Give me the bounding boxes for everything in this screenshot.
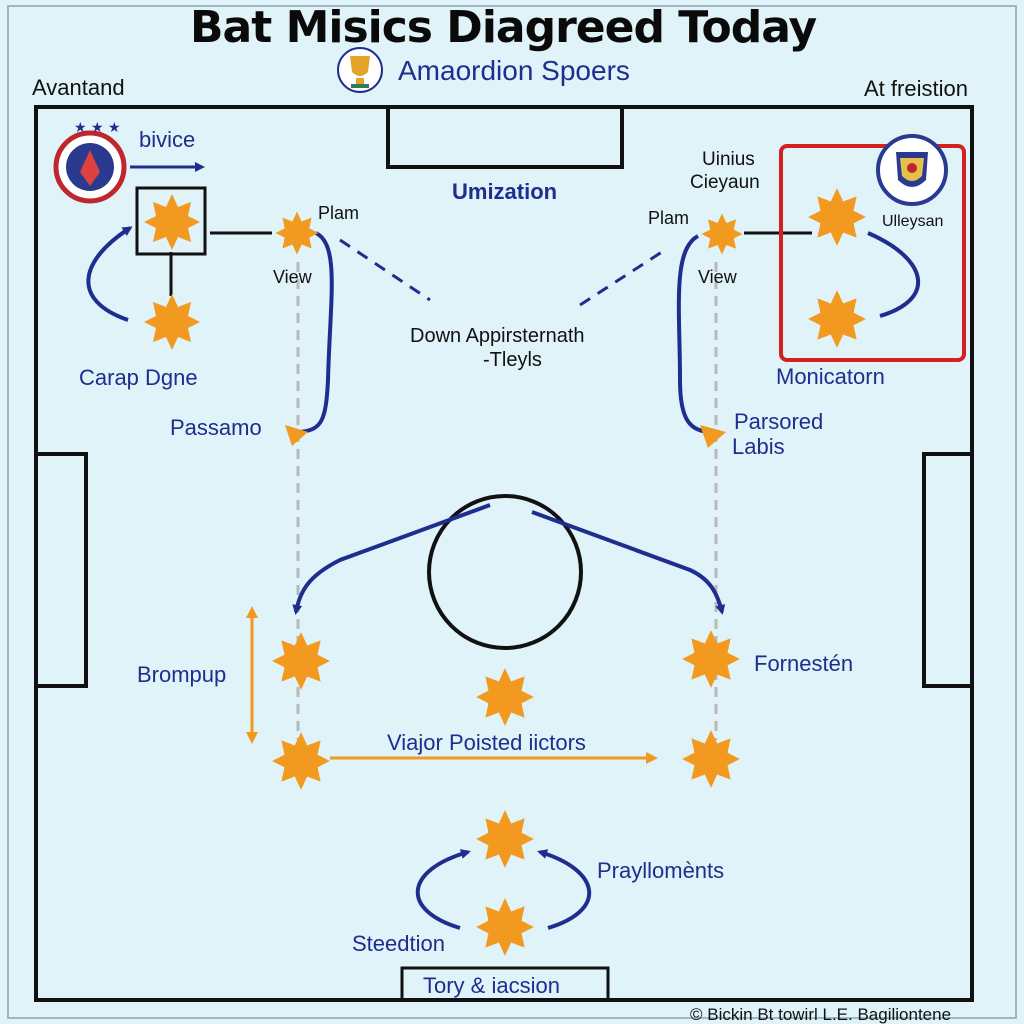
switch-arrow-left <box>292 503 491 615</box>
label-parsored-line1: Parsored <box>734 409 824 434</box>
curve-run-right <box>676 234 713 434</box>
curve-run-left <box>299 231 334 434</box>
label-down-line1: Down Appirsternath <box>410 325 585 347</box>
player-star-icon <box>476 810 534 868</box>
label-view-right: View <box>698 267 737 287</box>
player-star-icon <box>476 668 534 726</box>
player-star-icon <box>808 290 866 348</box>
right-goal-box <box>922 452 974 688</box>
curve-right-highlight <box>867 231 921 318</box>
left-goal-box <box>34 452 88 688</box>
label-parsored-line2: Labis <box>732 434 785 459</box>
player-star-icon <box>272 632 330 690</box>
label-uinius: Uinius <box>702 149 755 170</box>
label-lleysan: Ulleysan <box>882 213 944 230</box>
top-goal-box <box>386 105 624 169</box>
club-crest-right-icon <box>876 134 948 206</box>
label-goal-box: Tory & iacsion <box>423 973 560 998</box>
label-carap: Carap Dgne <box>79 365 198 390</box>
label-prayllomen: Prayllomènts <box>597 858 725 883</box>
label-bivice: bivice <box>139 127 196 152</box>
rotate-arrow-left <box>415 849 471 930</box>
pitch-boundary <box>34 105 974 1002</box>
copyright-text: © Bickin Bt towirl L.E. Bagiliontene <box>690 1005 952 1024</box>
label-steedtion: Steedtion <box>352 931 445 956</box>
switch-arrow-right <box>531 510 726 615</box>
player-star-icon <box>275 211 319 255</box>
highlight-box <box>779 144 966 362</box>
dashed-pass-left <box>339 238 431 302</box>
trophy-icon <box>337 47 383 93</box>
player-star-icon <box>476 898 534 956</box>
passamo-arrowhead <box>285 425 308 446</box>
rotate-arrow-right <box>537 849 592 930</box>
player-star-icon <box>682 730 740 788</box>
label-brompup: Brompup <box>137 662 227 687</box>
bottom-goal-box <box>400 966 610 1002</box>
center-circle <box>427 494 583 650</box>
svg-text:★ ★ ★: ★ ★ ★ <box>74 120 121 136</box>
selected-player-frame <box>135 186 207 256</box>
label-viajor: Viajor Poisted iictors <box>387 730 586 755</box>
player-star-icon <box>144 194 200 250</box>
player-star-icon <box>808 188 866 246</box>
player-star-icon <box>144 294 200 350</box>
page-subtitle: Amaordion Spoers <box>398 55 630 86</box>
page-title: Bat Misics Diagreed Today <box>190 2 817 53</box>
club-crest-left-icon: ★ ★ ★ <box>53 120 127 204</box>
label-cieyaun: Cieyaun <box>690 172 760 193</box>
label-monicatorn: Monicatorn <box>776 364 885 389</box>
label-down-line2: -Tleyls <box>483 349 542 371</box>
label-fornesten: Fornestén <box>754 651 854 676</box>
corner-label-left: Avantand <box>32 75 125 100</box>
player-star-icon <box>682 630 740 688</box>
player-star-icon <box>272 732 330 790</box>
label-view-left: View <box>273 267 312 287</box>
label-plam-right: Plam <box>648 208 690 228</box>
label-plam-left: Plam <box>318 203 360 223</box>
outer-frame <box>7 5 1017 1019</box>
parsored-arrowhead <box>700 425 726 448</box>
label-passamo: Passamo <box>170 415 262 440</box>
label-umization: Umization <box>452 179 558 204</box>
dashed-pass-right <box>579 246 669 307</box>
curve-arrow-top-left <box>86 226 133 322</box>
player-star-icon <box>701 213 743 255</box>
corner-label-right: At freistion <box>864 76 968 101</box>
